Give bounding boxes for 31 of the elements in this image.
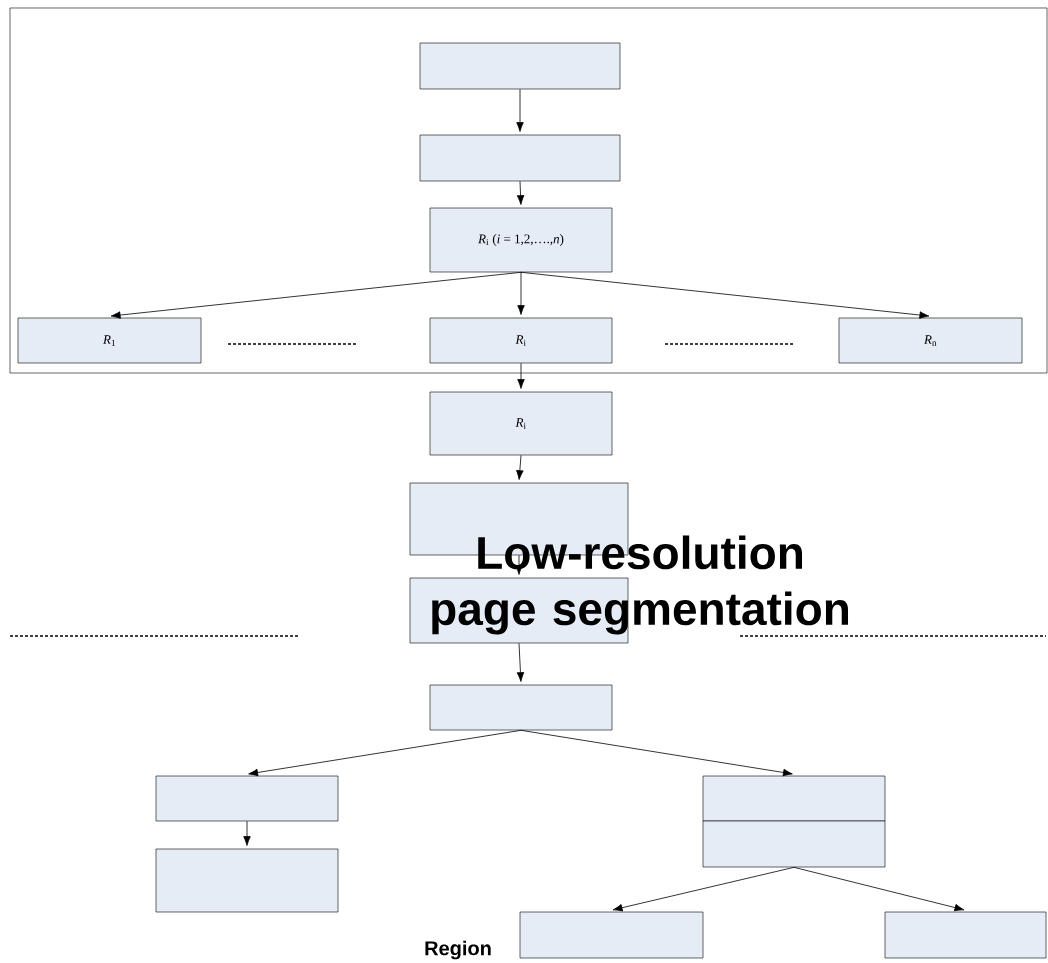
- process-box: R$_{i}$: [429, 391, 613, 456]
- arrow: [516, 88, 524, 132]
- arrow: [612, 866, 795, 912]
- process-box: R$_{i}$ (i = 1,2,….,n): [429, 207, 613, 273]
- empty-box: [429, 684, 613, 731]
- empty-box: [702, 775, 886, 822]
- process-box: R$_{i}$: [429, 317, 613, 364]
- arrow: [516, 642, 525, 682]
- empty-box: [419, 134, 621, 182]
- frame: [9, 7, 1048, 374]
- arrow: [516, 180, 525, 205]
- empty-box: [702, 820, 886, 868]
- empty-box: [155, 775, 339, 822]
- caption-text: Region: [425, 940, 491, 960]
- arrow: [516, 454, 524, 480]
- arrow: [248, 729, 522, 777]
- arrow: [517, 362, 525, 389]
- arrow: [517, 271, 525, 315]
- arrow: [110, 271, 522, 319]
- process-box: R$_{n}$: [838, 317, 1023, 364]
- empty-box: [155, 848, 339, 913]
- process-box: R$_{1}$: [17, 317, 202, 364]
- arrow: [793, 866, 965, 912]
- heading: Low-resolution page segmentation: [432, 535, 848, 635]
- arrow: [520, 729, 793, 777]
- arrow: [515, 554, 523, 575]
- empty-box: [419, 42, 621, 90]
- empty-box: [519, 911, 704, 959]
- empty-box: [884, 911, 1047, 959]
- arrow: [520, 271, 930, 319]
- arrow: [243, 820, 251, 846]
